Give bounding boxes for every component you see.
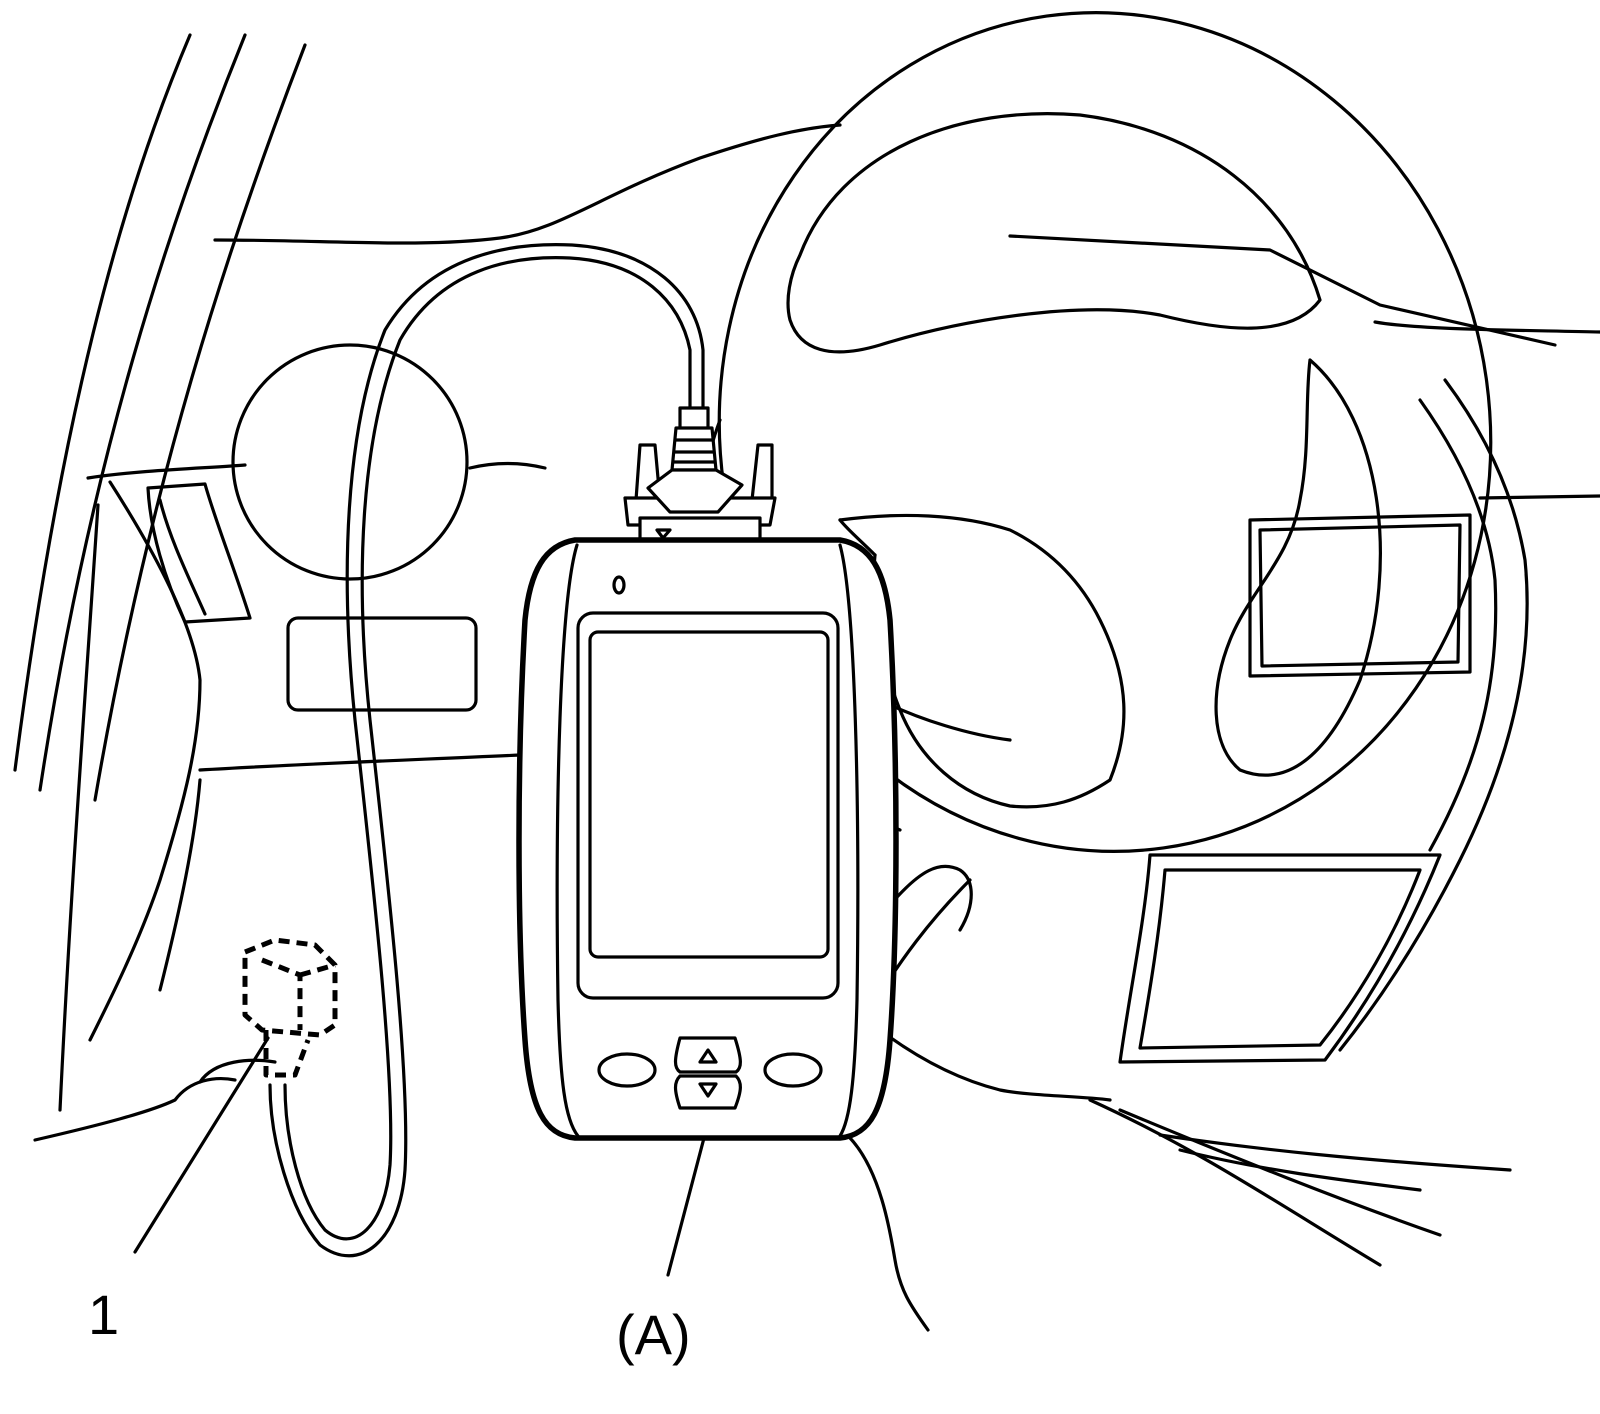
down-triangle-icon xyxy=(655,528,672,540)
tool-edge-line xyxy=(848,1136,930,1332)
switch-panel xyxy=(286,616,478,712)
down-triangle-icon xyxy=(698,1082,718,1098)
scan-tool-cable xyxy=(268,243,705,1258)
right-function-button[interactable] xyxy=(763,1052,823,1088)
left-air-vent xyxy=(146,482,252,624)
a-pillar xyxy=(13,33,307,802)
display-screen xyxy=(588,630,830,959)
leader-line-1 xyxy=(133,1036,270,1254)
scan-tool-a xyxy=(516,537,899,1141)
dashboard xyxy=(33,123,1600,1267)
data-link-connector xyxy=(242,937,338,1078)
callout-a: (A) xyxy=(616,1303,691,1366)
display-bezel xyxy=(576,611,840,1000)
callout-1: 1 xyxy=(88,1283,119,1346)
center-panel xyxy=(1118,378,1529,1064)
left-function-button[interactable] xyxy=(597,1052,657,1088)
scan-tool-plug xyxy=(623,406,777,548)
instrument-cluster xyxy=(231,343,469,581)
scroll-down-button[interactable] xyxy=(673,1074,742,1110)
status-led xyxy=(612,575,626,595)
scroll-up-button[interactable] xyxy=(673,1036,742,1074)
leader-line-a xyxy=(666,1136,706,1277)
up-triangle-icon xyxy=(698,1048,718,1064)
